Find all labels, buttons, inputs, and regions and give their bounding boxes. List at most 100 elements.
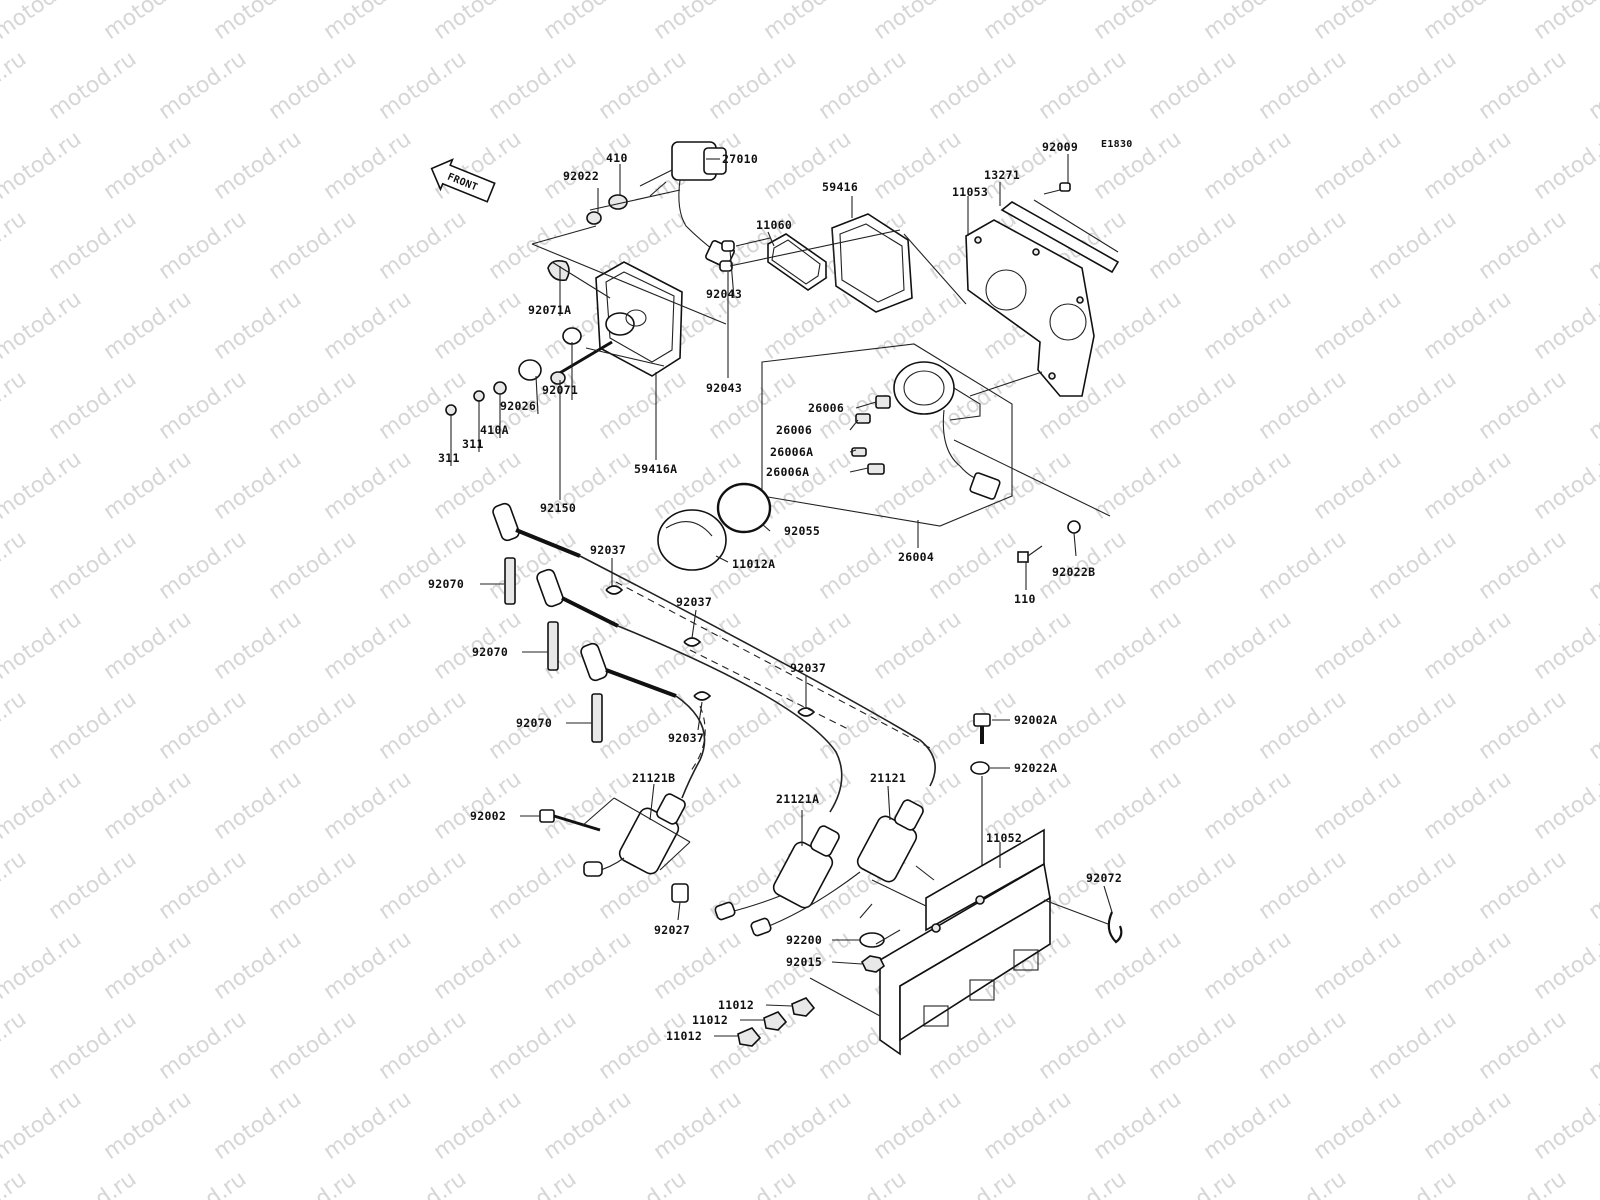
watermark: motod.ru xyxy=(264,207,361,285)
label-92022A: 92022A xyxy=(1014,761,1057,775)
watermark: motod.ru xyxy=(869,1087,966,1165)
plate-11053 xyxy=(965,219,1095,397)
watermark: motod.ru xyxy=(99,1087,196,1165)
grommet-92071 xyxy=(562,327,582,345)
watermark: motod.ru xyxy=(209,1087,306,1165)
spacer-92043-upper xyxy=(721,240,735,252)
collar-92027 xyxy=(671,883,689,903)
o-ring-92055 xyxy=(716,482,772,534)
ht-wire-3 xyxy=(675,695,706,799)
label-92200: 92200 xyxy=(786,933,822,947)
label-92070-b: 92070 xyxy=(472,645,508,659)
watermark: motod.ru xyxy=(1199,767,1296,845)
watermark: motod.ru xyxy=(1529,127,1600,205)
watermark: motod.ru xyxy=(1419,927,1516,1005)
watermark: motod.ru xyxy=(924,1167,1021,1200)
watermark: motod.ru xyxy=(484,1167,581,1200)
watermark: motod.ru xyxy=(1419,607,1516,685)
label-26006A-b: 26006A xyxy=(766,465,809,479)
watermark: motod.ru xyxy=(1199,607,1296,685)
label-11060: 11060 xyxy=(756,218,792,232)
label-92150: 92150 xyxy=(540,501,576,515)
label-311-upper: 311 xyxy=(462,437,484,451)
plug-lead-2 xyxy=(536,568,619,628)
label-92022B: 92022B xyxy=(1052,565,1095,579)
watermark: motod.ru xyxy=(44,847,141,925)
gasket-11060 xyxy=(767,233,827,291)
watermark: motod.ru xyxy=(1089,1087,1186,1165)
label-11012-a: 11012 xyxy=(718,998,754,1012)
label-92070-a: 92070 xyxy=(428,577,464,591)
watermark: motod.ru xyxy=(1529,447,1600,525)
watermark: motod.ru xyxy=(429,287,526,365)
watermark: motod.ru xyxy=(1364,847,1461,925)
watermark: motod.ru xyxy=(1584,47,1600,125)
washer-92022 xyxy=(586,211,602,225)
label-92022: 92022 xyxy=(563,169,599,183)
watermark: motod.ru xyxy=(1309,927,1406,1005)
clamp-92037-d xyxy=(797,707,816,717)
nut-311-upper xyxy=(473,390,485,402)
cap-11012-b xyxy=(763,1011,788,1031)
watermark: motod.ru xyxy=(264,687,361,765)
watermark: motod.ru xyxy=(319,447,416,525)
watermark: motod.ru xyxy=(1144,207,1241,285)
watermark: motod.ru xyxy=(924,47,1021,125)
watermark: motod.ru xyxy=(1199,0,1296,45)
watermark: motod.ru xyxy=(704,1167,801,1200)
watermark: motod.ru xyxy=(1364,687,1461,765)
watermark: motod.ru xyxy=(1364,1007,1461,1085)
watermark: motod.ru xyxy=(374,1167,471,1200)
watermark: motod.ru xyxy=(1254,687,1351,765)
watermark: motod.ru xyxy=(0,767,86,845)
spark-plug-1 xyxy=(504,557,516,605)
watermark: motod.ru xyxy=(209,127,306,205)
route-dash-2 xyxy=(689,649,851,731)
watermark: motod.ru xyxy=(1199,287,1296,365)
watermark: motod.ru xyxy=(1089,607,1186,685)
watermark: motod.ru xyxy=(1089,0,1186,45)
watermark: motod.ru xyxy=(594,687,691,765)
watermark: motod.ru xyxy=(264,1007,361,1085)
watermark: motod.ru xyxy=(1254,1167,1351,1200)
watermark: motod.ru xyxy=(1309,1087,1406,1165)
watermark: motod.ru xyxy=(44,47,141,125)
watermark: motod.ru xyxy=(1474,207,1571,285)
nut-311-lower xyxy=(445,404,457,416)
watermark: motod.ru xyxy=(1309,767,1406,845)
watermark: motod.ru xyxy=(814,527,911,605)
watermark: motod.ru xyxy=(1474,847,1571,925)
watermark: motod.ru xyxy=(1584,847,1600,925)
label-92009: 92009 xyxy=(1042,140,1078,154)
watermark: motod.ru xyxy=(264,527,361,605)
watermark: motod.ru xyxy=(1419,767,1516,845)
watermark: motod.ru xyxy=(869,607,966,685)
watermark: motod.ru xyxy=(649,927,746,1005)
watermark: motod.ru xyxy=(1529,767,1600,845)
label-92027: 92027 xyxy=(654,923,690,937)
watermark: motod.ru xyxy=(1419,447,1516,525)
label-13271: 13271 xyxy=(984,168,1020,182)
label-59416A: 59416A xyxy=(634,462,677,476)
watermark: motod.ru xyxy=(649,0,746,45)
watermark: motod.ru xyxy=(1144,527,1241,605)
watermark: motod.ru xyxy=(1364,527,1461,605)
watermark: motod.ru xyxy=(429,1087,526,1165)
label-92037-c: 92037 xyxy=(790,661,826,675)
watermark: motod.ru xyxy=(319,127,416,205)
clamp-92037-c xyxy=(693,691,712,701)
coil-21121 xyxy=(750,799,924,937)
watermark: motod.ru xyxy=(924,1007,1021,1085)
watermark: motod.ru xyxy=(154,687,251,765)
label-59416: 59416 xyxy=(822,180,858,194)
watermark: motod.ru xyxy=(0,207,31,285)
watermark: motod.ru xyxy=(869,0,966,45)
bushing-92026 xyxy=(518,359,542,381)
watermark: motod.ru xyxy=(209,0,306,45)
watermark: motod.ru xyxy=(1034,1007,1131,1085)
watermark: motod.ru xyxy=(1144,847,1241,925)
gasket-13271 xyxy=(1000,201,1120,274)
watermark: motod.ru xyxy=(374,687,471,765)
bolt-92009 xyxy=(1043,182,1071,195)
